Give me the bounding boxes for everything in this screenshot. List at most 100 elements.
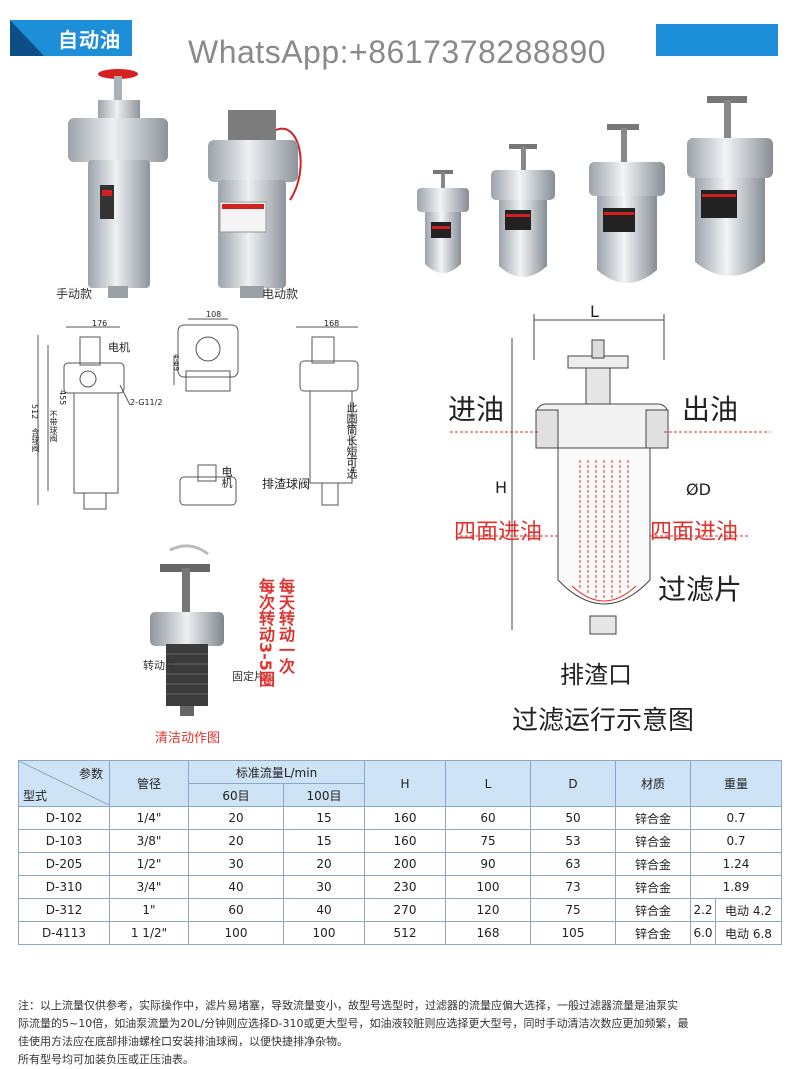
cell-f60: 20 xyxy=(188,829,284,853)
cell-D: 105 xyxy=(530,921,616,945)
cell-H: 512 xyxy=(364,921,446,945)
dim-D: ØD xyxy=(686,480,711,499)
header-mesh100: 100目 xyxy=(283,783,365,807)
cell-f100: 15 xyxy=(283,806,365,830)
filter-piece-label: 过滤片 xyxy=(658,573,743,606)
cell-f60: 30 xyxy=(188,852,284,876)
notes: 注：以上流量仅供参考，实际操作中，滤片易堵塞，导致流量变小，故型号选型时，过滤器… xyxy=(18,997,782,1069)
cell-H: 160 xyxy=(364,829,446,853)
filter-schematic xyxy=(450,314,770,635)
cell-pipe: 1/4" xyxy=(109,806,189,830)
cell-weight: 2.2 xyxy=(690,898,716,922)
cell-f100: 100 xyxy=(283,921,365,945)
cell-f60: 20 xyxy=(188,806,284,830)
inlet-label: 进油 xyxy=(448,393,505,426)
cylinder-note: 此圆筒长短可选 xyxy=(345,402,358,479)
cell-D: 50 xyxy=(530,806,616,830)
motor-label-2: 电机 xyxy=(220,466,233,488)
cell-D: 75 xyxy=(530,898,616,922)
cell-pipe: 1" xyxy=(109,898,189,922)
cell-weight: 1.89 xyxy=(690,875,782,899)
cell-model: D-103 xyxy=(18,829,110,853)
header-model: 型式 xyxy=(23,789,48,803)
height-body: 455 xyxy=(58,390,67,406)
cleaning-illustration xyxy=(150,544,224,716)
drain-label: 排渣口 xyxy=(560,661,632,689)
note-line-3: 佳使用方法应在底部排油螺栓口安装排油球阀，以便快捷排净杂物。 xyxy=(18,1035,348,1048)
cell-L: 100 xyxy=(445,875,531,899)
diagonal-line xyxy=(19,761,109,805)
header-mesh60: 60目 xyxy=(188,783,284,807)
cell-D: 73 xyxy=(530,875,616,899)
header-flow: 标准流量L/min xyxy=(188,760,365,784)
motor-label: 电机 xyxy=(108,341,130,354)
dim-width-c: 168 xyxy=(324,319,340,328)
product-lineup xyxy=(417,96,773,283)
cleaning-daily: 每天转动一次 xyxy=(276,578,295,674)
cell-model: D-310 xyxy=(18,875,110,899)
height-total: 512 xyxy=(30,404,39,420)
ball-valve-label: 排渣球阀 xyxy=(262,477,311,491)
label-without-valve: 不带球阀 xyxy=(49,410,58,442)
manual-label: 手动款 xyxy=(56,287,93,301)
header-D: D xyxy=(530,760,616,807)
cell-weight-electric: 电动 6.8 xyxy=(715,921,782,945)
cell-pipe: 3/4" xyxy=(109,875,189,899)
cell-weight: 0.7 xyxy=(690,829,782,853)
cell-L: 75 xyxy=(445,829,531,853)
cell-D: 53 xyxy=(530,829,616,853)
watermark: WhatsApp:+8617378288890 xyxy=(188,34,607,70)
cleaning-caption: 清洁动作图 xyxy=(155,731,221,746)
cell-mat: 锌合金 xyxy=(615,852,691,876)
cell-f100: 20 xyxy=(283,852,365,876)
product-photos-main xyxy=(68,69,302,298)
cell-D: 63 xyxy=(530,852,616,876)
cell-L: 120 xyxy=(445,898,531,922)
header-corner xyxy=(10,20,44,56)
cell-mat: 锌合金 xyxy=(615,898,691,922)
rotate-piece-label: 转动片 xyxy=(143,659,176,672)
note-line-1: 注：以上流量仅供参考，实际操作中，滤片易堵塞，导致流量变小，故型号选型时，过滤器… xyxy=(18,999,678,1012)
cell-mat: 锌合金 xyxy=(615,875,691,899)
note-line-4: 所有型号均可加装负压或正压油表。 xyxy=(18,1053,194,1066)
schematic-title: 过滤运行示意图 xyxy=(512,706,695,736)
cell-H: 160 xyxy=(364,806,446,830)
header-params: 参数 xyxy=(78,767,103,781)
electric-label: 电动款 xyxy=(262,287,299,301)
cell-L: 60 xyxy=(445,806,531,830)
cell-mat: 锌合金 xyxy=(615,921,691,945)
dimension-drawings xyxy=(37,318,359,510)
cell-model: D-102 xyxy=(18,806,110,830)
cell-model: D-312 xyxy=(18,898,110,922)
header-material: 材质 xyxy=(615,760,691,807)
note-line-2: 际流量的5~10倍，如油泵流量为20L/分钟则应选择D-310或更大型号，如油液… xyxy=(18,1017,689,1030)
header-band-right xyxy=(656,24,778,56)
dim-H: H xyxy=(495,478,508,497)
handwheel-icon xyxy=(98,69,138,79)
cell-pipe: 1/2" xyxy=(109,852,189,876)
cell-L: 90 xyxy=(445,852,531,876)
cell-weight: 0.7 xyxy=(690,806,782,830)
cell-f100: 40 xyxy=(283,898,365,922)
cell-L: 168 xyxy=(445,921,531,945)
cell-weight: 1.24 xyxy=(690,852,782,876)
cell-model: D-4113 xyxy=(18,921,110,945)
header-corner-cell: 参数 型式 xyxy=(18,760,110,807)
dim-width-b: 108 xyxy=(206,310,222,319)
cell-mat: 锌合金 xyxy=(615,829,691,853)
cell-weight: 6.0 xyxy=(690,921,716,945)
fixed-piece-label: 固定片 xyxy=(232,670,265,683)
cell-f60: 40 xyxy=(188,875,284,899)
header-H: H xyxy=(364,760,446,807)
four-sided-inlet-left: 四面进油 xyxy=(454,520,543,545)
cell-f60: 100 xyxy=(188,921,284,945)
cell-mat: 锌合金 xyxy=(615,806,691,830)
outlet-label: 出油 xyxy=(682,393,739,426)
cell-pipe: 1 1/2" xyxy=(109,921,189,945)
